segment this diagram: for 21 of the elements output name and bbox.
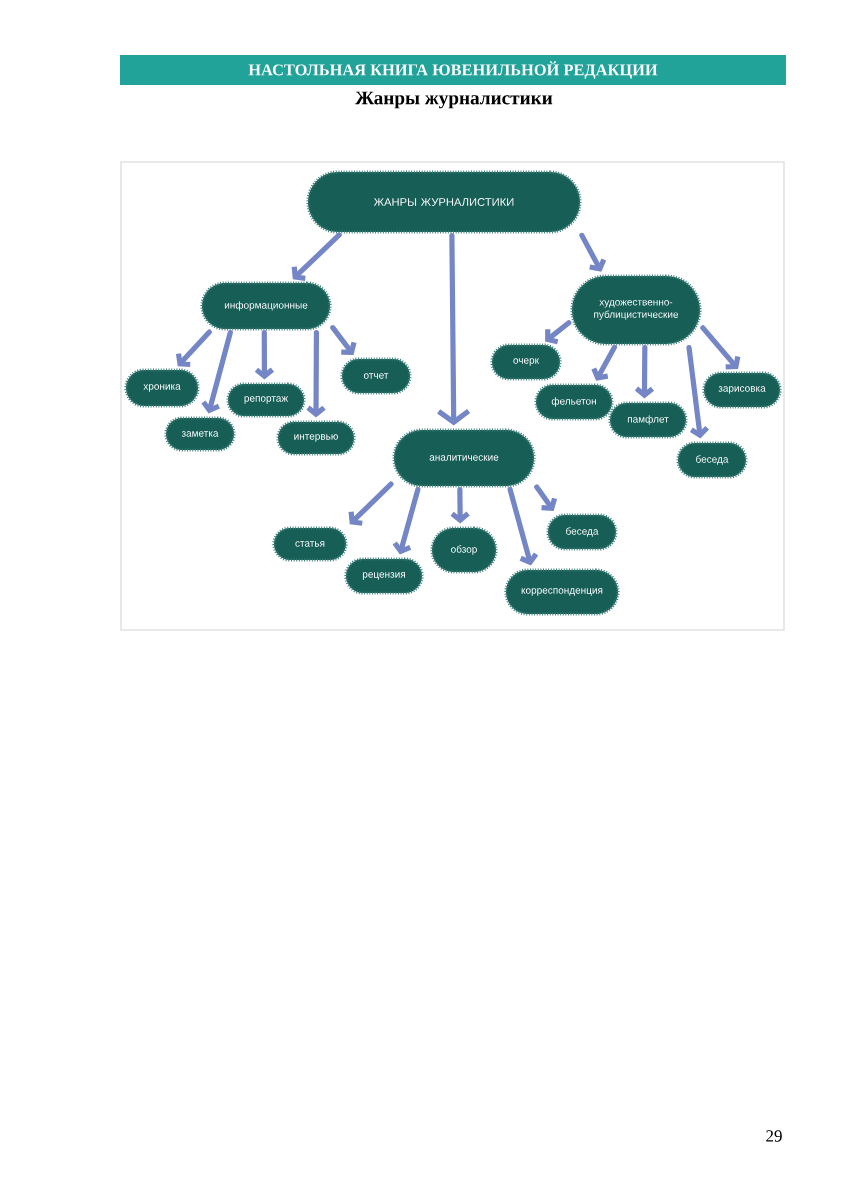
diagram-title: Жанры журналистики [355, 91, 553, 109]
arrow [306, 330, 326, 418]
arrow [686, 345, 709, 439]
arrow [450, 487, 470, 524]
arrow [591, 344, 618, 381]
arrow [201, 329, 233, 414]
arrow [534, 484, 558, 511]
arrow [254, 330, 275, 380]
header-bar: НАСТОЛЬНАЯ КНИГА ЮВЕНИЛЬНОЙ РЕДАКЦИИ [120, 55, 786, 85]
page-number: 29 [766, 1130, 782, 1142]
arrow [175, 329, 212, 368]
arrow [348, 481, 394, 526]
arrow [634, 345, 655, 399]
arrow [507, 486, 539, 566]
arrow [392, 486, 421, 555]
arrow [700, 325, 741, 370]
arrow [579, 232, 607, 272]
arrow [437, 233, 471, 426]
arrow [291, 232, 342, 281]
arrow [330, 325, 357, 355]
arrow [545, 320, 572, 345]
